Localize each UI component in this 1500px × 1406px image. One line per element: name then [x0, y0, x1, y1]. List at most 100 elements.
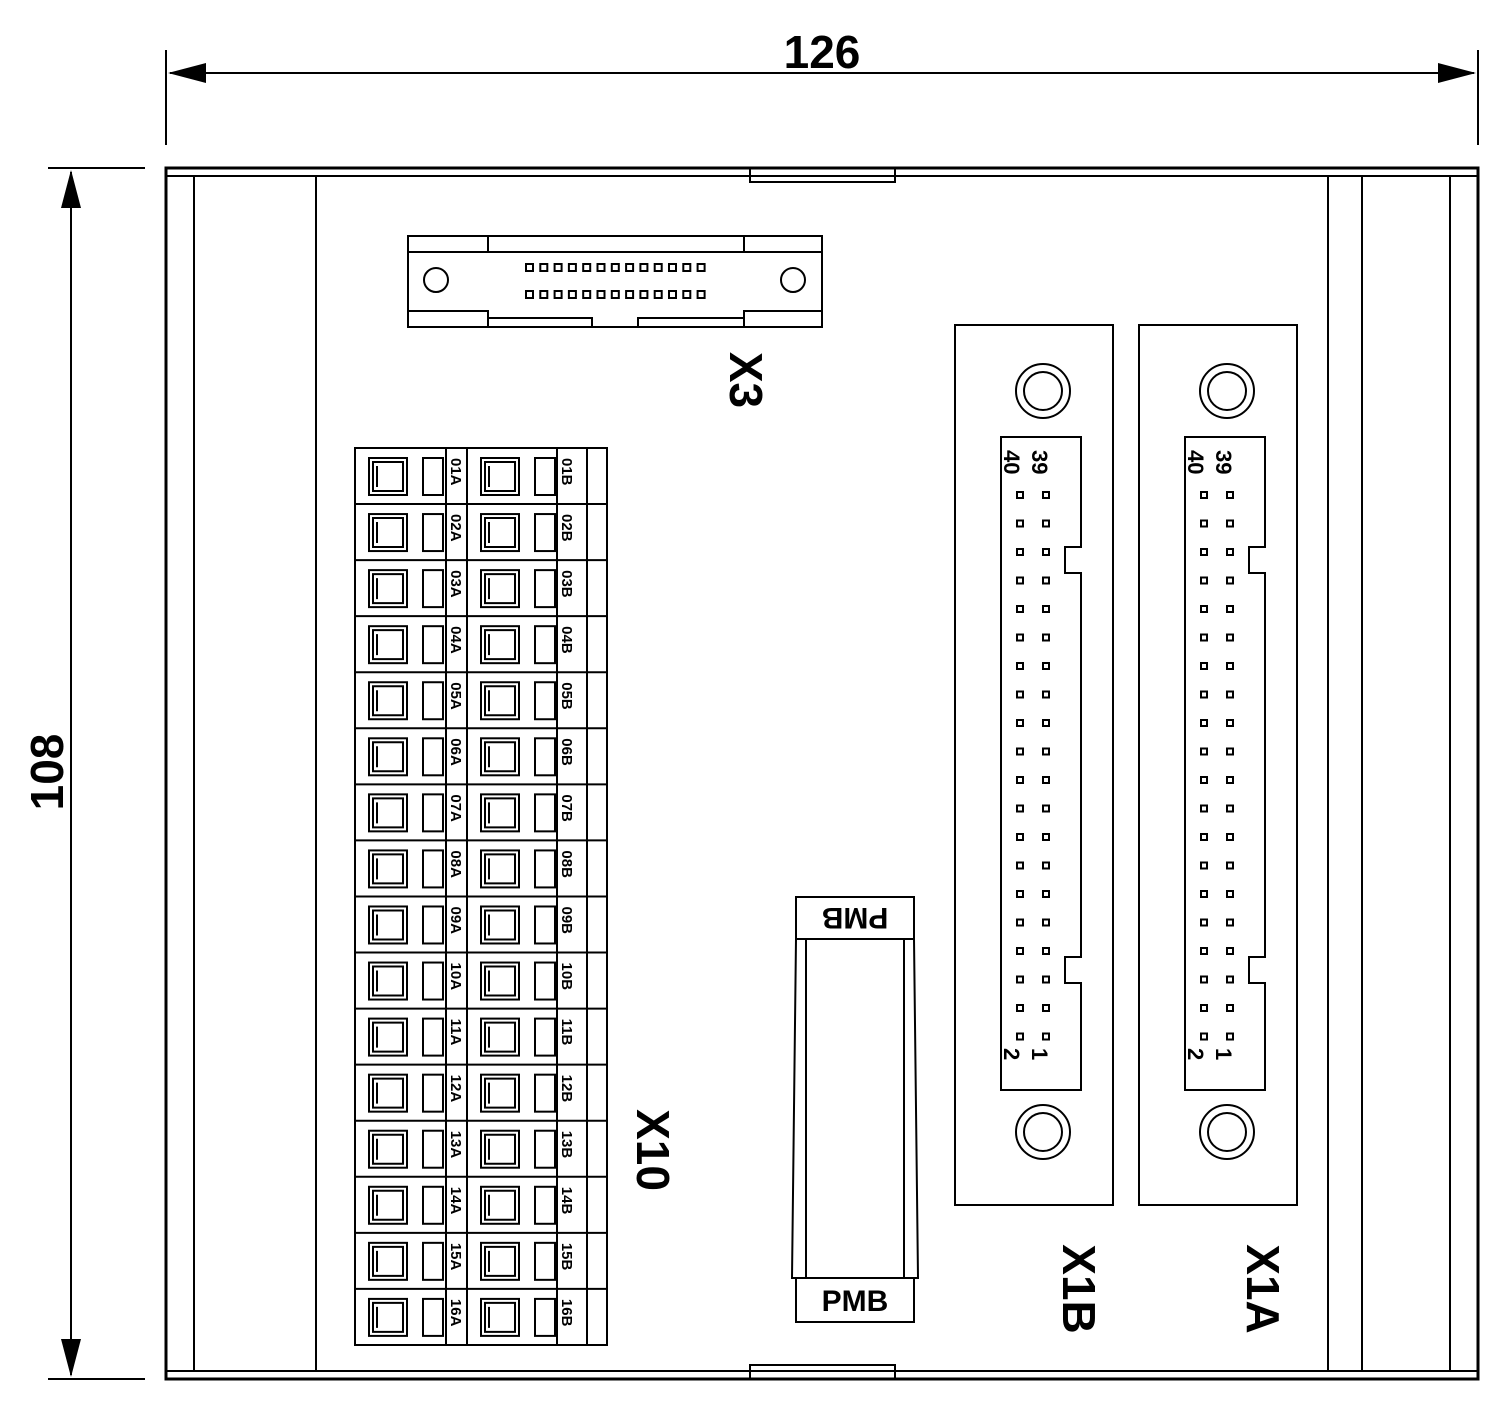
terminal-label-a: 10A	[447, 963, 464, 991]
pin	[1042, 719, 1050, 727]
spring-clamp-b[interactable]	[480, 1073, 520, 1113]
pin	[1016, 861, 1024, 870]
x1a-screw-bottom-inner	[1207, 1112, 1247, 1152]
spring-clamp-b[interactable]	[480, 625, 520, 665]
spring-clamp-a[interactable]	[368, 849, 408, 889]
pmb-top-cap	[795, 896, 915, 940]
pin	[1226, 491, 1234, 499]
spring-clamp-b[interactable]	[480, 905, 520, 945]
spring-clamp-a[interactable]	[368, 1017, 408, 1057]
pin	[1226, 690, 1234, 699]
pin	[1226, 1032, 1234, 1041]
wire-entry-b	[534, 905, 556, 945]
pin	[1016, 804, 1024, 813]
spring-clamp-a[interactable]	[368, 1241, 408, 1281]
pin	[1042, 1004, 1050, 1012]
pin	[1226, 890, 1234, 898]
spring-clamp-b[interactable]	[480, 569, 520, 609]
wire-entry-a	[422, 1017, 444, 1057]
x3-pin	[582, 290, 592, 299]
clamp-lever-icon	[484, 1021, 516, 1053]
pin	[1200, 975, 1208, 984]
x3-pin	[525, 290, 534, 299]
wire-entry-a	[422, 849, 444, 889]
pin	[1016, 947, 1024, 955]
spring-clamp-b[interactable]	[480, 793, 520, 833]
pmb-bottom-cap	[795, 1277, 915, 1323]
spring-clamp-b[interactable]	[480, 1241, 520, 1281]
spring-clamp-a[interactable]	[368, 569, 408, 609]
x10-label: X10	[627, 1109, 679, 1191]
top-latch	[749, 167, 896, 183]
spring-clamp-a[interactable]	[368, 1129, 408, 1169]
spring-clamp-a[interactable]	[368, 1297, 408, 1337]
pin	[1042, 975, 1050, 984]
terminal-label-a: 16A	[447, 1299, 464, 1327]
x3-pin	[567, 290, 577, 299]
spring-clamp-a[interactable]	[368, 681, 408, 721]
x3-pin	[696, 263, 706, 272]
pin	[1226, 1004, 1234, 1012]
wire-entry-b	[534, 1297, 556, 1337]
spring-clamp-a[interactable]	[368, 513, 408, 553]
x1b-pin-39: 39	[1027, 450, 1052, 474]
spring-clamp-a[interactable]	[368, 793, 408, 833]
pmb-bottom-label: PMB	[822, 1285, 889, 1318]
pin	[1226, 975, 1234, 984]
terminal-label-a: 14A	[447, 1187, 464, 1215]
spring-clamp-a[interactable]	[368, 625, 408, 665]
spring-clamp-a[interactable]	[368, 905, 408, 945]
x3-screw-hole-left	[423, 267, 449, 293]
wire-entry-b	[534, 737, 556, 777]
pmb-top-label: PMB	[822, 901, 889, 934]
pin	[1226, 719, 1234, 727]
x3-pin	[696, 290, 706, 299]
spring-clamp-a[interactable]	[368, 1185, 408, 1225]
housing	[164, 166, 1480, 1381]
terminal-label-b: 02B	[558, 514, 575, 542]
pin	[1200, 491, 1208, 499]
clamp-lever-icon	[484, 797, 516, 829]
x3-top-notch	[487, 236, 745, 253]
terminal-label-a: 08A	[447, 850, 464, 878]
arrowhead-bottom	[61, 1339, 81, 1377]
x3-pin	[596, 290, 606, 299]
pin	[1200, 890, 1208, 898]
spring-clamp-b[interactable]	[480, 849, 520, 889]
spring-clamp-b[interactable]	[480, 1185, 520, 1225]
x3-pin	[682, 263, 692, 272]
spring-clamp-b[interactable]	[480, 681, 520, 721]
x3-pin	[596, 263, 606, 272]
pin	[1042, 861, 1050, 870]
spring-clamp-b[interactable]	[480, 457, 520, 496]
spring-clamp-a[interactable]	[368, 457, 408, 496]
spring-clamp-a[interactable]	[368, 737, 408, 777]
pin	[1016, 1004, 1024, 1012]
x3-screw-hole-right	[780, 267, 806, 293]
spring-clamp-a[interactable]	[368, 1073, 408, 1113]
pin	[1016, 690, 1024, 699]
wire-entry-a	[422, 1073, 444, 1113]
spring-clamp-b[interactable]	[480, 1297, 520, 1337]
spring-clamp-b[interactable]	[480, 1129, 520, 1169]
spring-clamp-b[interactable]	[480, 1017, 520, 1057]
clamp-lever-icon	[484, 965, 516, 997]
spring-clamp-b[interactable]	[480, 961, 520, 1001]
x1b-frame	[954, 324, 1114, 1206]
clamp-lever-icon	[372, 1077, 404, 1109]
spring-clamp-a[interactable]	[368, 961, 408, 1001]
spring-clamp-b[interactable]	[480, 513, 520, 553]
pin	[1200, 690, 1208, 699]
pin	[1042, 605, 1050, 613]
x3-pin-field	[525, 263, 706, 299]
clamp-lever-icon	[372, 1245, 404, 1277]
spring-clamp-b[interactable]	[480, 737, 520, 777]
